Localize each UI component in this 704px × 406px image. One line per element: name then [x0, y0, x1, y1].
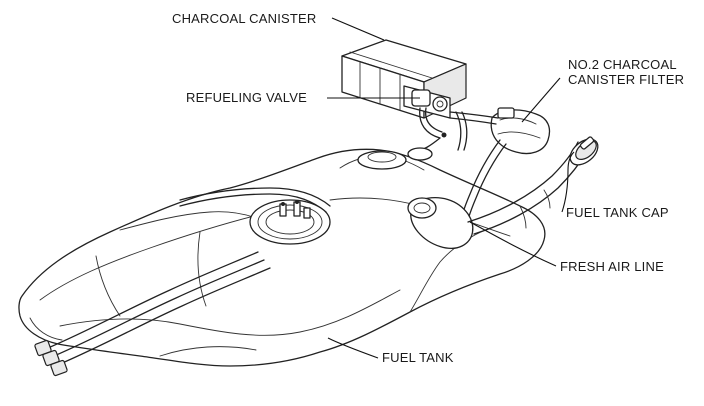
refueling-valve — [407, 107, 468, 161]
fuel-tank-cap — [569, 136, 599, 166]
no2-canister-filter — [449, 107, 551, 155]
fuel-lines — [34, 187, 331, 377]
label-no2-filter-line1: NO.2 CHARCOAL — [568, 57, 677, 72]
leader-lines — [327, 17, 575, 359]
label-fuel-tank-cap: FUEL TANK CAP — [566, 205, 669, 220]
label-charcoal-canister: CHARCOAL CANISTER — [172, 11, 317, 26]
fuel-pump-assembly — [249, 199, 331, 245]
label-fresh-air-line: FRESH AIR LINE — [560, 259, 664, 274]
label-no2-filter-line2: CANISTER FILTER — [568, 72, 685, 87]
label-refueling-valve: REFUELING VALVE — [186, 90, 307, 105]
fuel-tank — [18, 148, 546, 367]
label-fuel-tank: FUEL TANK — [382, 350, 454, 365]
filler-neck — [407, 141, 589, 249]
charcoal-canister — [341, 39, 467, 119]
